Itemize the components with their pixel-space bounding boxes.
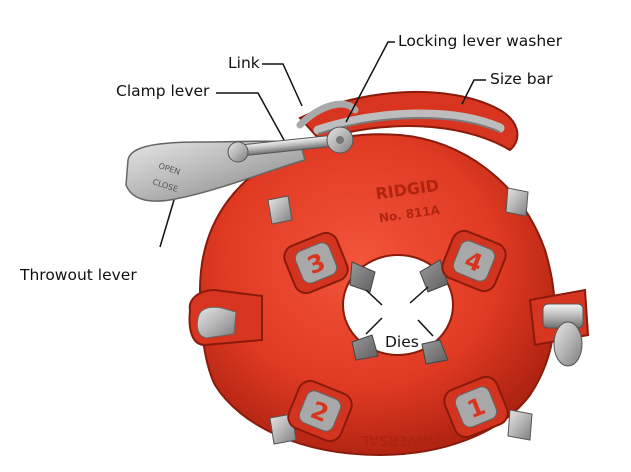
pad-2: 2 [287, 379, 353, 443]
leader-throwout [159, 199, 175, 248]
clamp-lever-knob [227, 141, 249, 163]
leader-die-br [417, 319, 434, 337]
label-locking-lever-washer: Locking lever washer [398, 32, 563, 50]
label-throwout-lever: Throwout lever [20, 266, 137, 284]
washer-center [336, 136, 344, 144]
die-end-tl [267, 195, 293, 225]
leader-die-tl [365, 289, 383, 306]
left-ear-steel [196, 306, 237, 339]
die-end-br [507, 409, 533, 441]
label-size-bar: Size bar [490, 70, 553, 88]
die-top-left [349, 261, 376, 293]
leader-die-bl [365, 317, 383, 335]
bottom-stamp: UNIVERSAL [361, 432, 444, 447]
link-arm [296, 100, 359, 129]
right-pin-knob [553, 321, 583, 367]
label-clamp-lever: Clamp lever [116, 82, 210, 100]
label-dies: Dies [385, 333, 419, 351]
label-link: Link [228, 54, 260, 72]
leader-link [262, 63, 303, 107]
die-end-tr [505, 187, 529, 217]
die-bottom-right [421, 339, 449, 365]
leader-die-tr [409, 286, 429, 304]
pad-1: 1 [443, 375, 509, 439]
pad-3: 3 [283, 231, 349, 295]
size-bar-slot [313, 109, 505, 135]
pad-4: 4 [441, 229, 507, 293]
leader-clamp-lever [216, 92, 285, 141]
leader-locking-washer [345, 41, 395, 123]
die-bottom-left [351, 334, 379, 361]
leader-lines [159, 41, 486, 337]
throwout-lever [125, 140, 306, 202]
leader-size-bar [461, 79, 486, 105]
